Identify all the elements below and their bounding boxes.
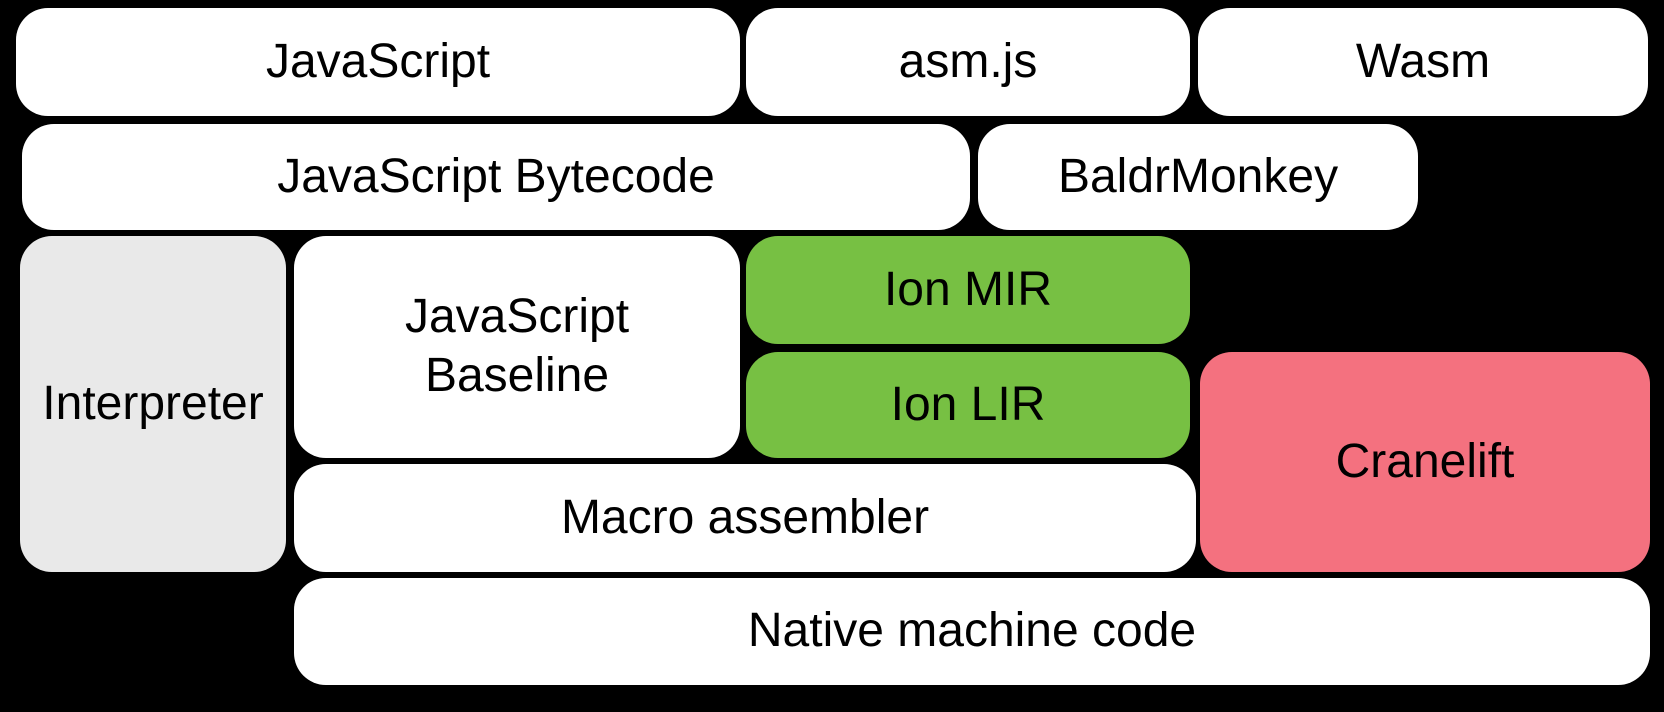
node-javascript-baseline: JavaScript Baseline bbox=[294, 236, 740, 458]
node-wasm-label: Wasm bbox=[1355, 34, 1491, 88]
node-cranelift-label: Cranelift bbox=[1335, 434, 1515, 488]
node-javascript: JavaScript bbox=[16, 8, 740, 116]
node-wasm: Wasm bbox=[1198, 8, 1648, 116]
node-javascript-label: JavaScript bbox=[265, 34, 491, 88]
node-ion-lir-label: Ion LIR bbox=[890, 377, 1046, 431]
node-macro-assembler-label: Macro assembler bbox=[560, 490, 930, 544]
node-native-machine-code-label: Native machine code bbox=[747, 604, 1197, 658]
node-baldrmonkey: BaldrMonkey bbox=[978, 124, 1418, 230]
node-interpreter-label: Interpreter bbox=[42, 376, 264, 430]
node-interpreter: Interpreter bbox=[20, 236, 286, 572]
node-baldrmonkey-label: BaldrMonkey bbox=[1057, 149, 1339, 203]
node-native-machine-code: Native machine code bbox=[294, 578, 1650, 685]
node-javascript-baseline-label: JavaScript Baseline bbox=[404, 290, 630, 402]
node-macro-assembler: Macro assembler bbox=[294, 464, 1196, 572]
node-javascript-bytecode: JavaScript Bytecode bbox=[22, 124, 970, 230]
node-asmjs: asm.js bbox=[746, 8, 1190, 116]
node-cranelift: Cranelift bbox=[1200, 352, 1650, 572]
node-ion-lir: Ion LIR bbox=[746, 352, 1190, 458]
node-ion-mir: Ion MIR bbox=[746, 236, 1190, 344]
node-javascript-bytecode-label: JavaScript Bytecode bbox=[277, 149, 715, 203]
node-ion-mir-label: Ion MIR bbox=[883, 262, 1053, 316]
node-asmjs-label: asm.js bbox=[898, 34, 1038, 88]
